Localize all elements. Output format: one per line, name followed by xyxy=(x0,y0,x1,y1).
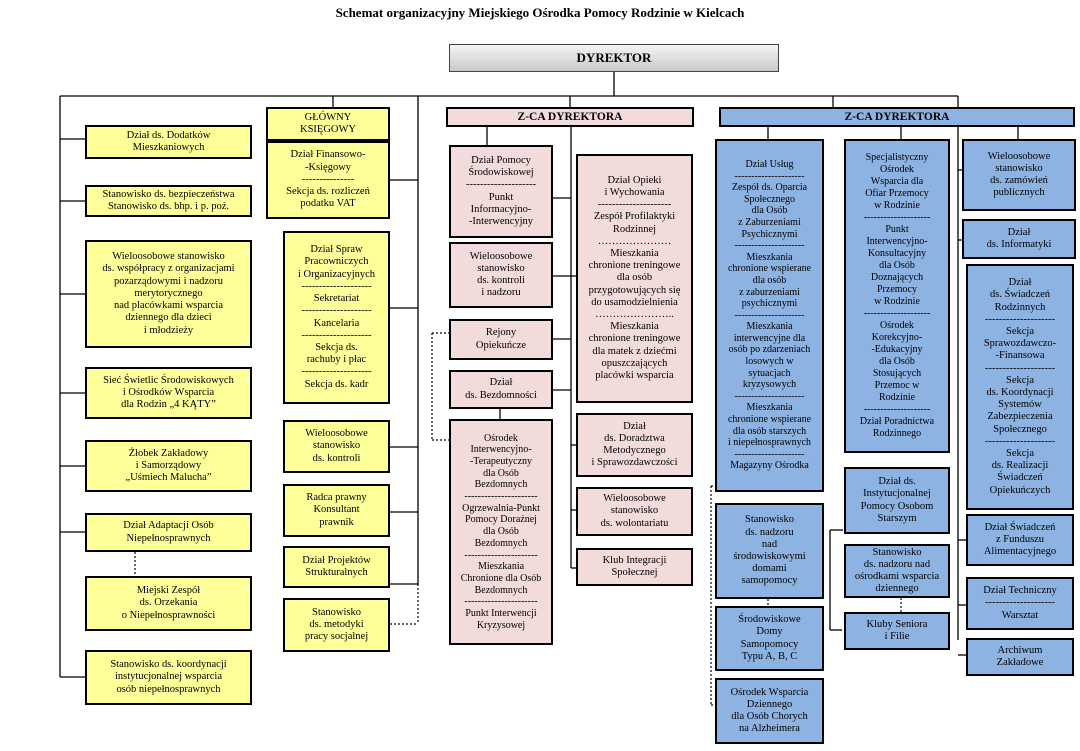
box-dyrektor: DYREKTOR xyxy=(449,44,779,72)
box-finansowo-ksiegowy: Dział Finansowo--Księgowy---------------… xyxy=(266,141,390,219)
box-zca-right: Z-CA DYREKTORA xyxy=(719,107,1075,127)
chart-title: Schemat organizacyjny Miejskiego Ośrodka… xyxy=(335,5,745,20)
box-dzial-uslug: Dział Usług---------------------Zespół d… xyxy=(715,139,824,492)
box-dzial-techniczny: Dział Techniczny--------------------Wars… xyxy=(966,577,1074,630)
box-zca-left: Z-CA DYREKTORA xyxy=(446,107,694,127)
